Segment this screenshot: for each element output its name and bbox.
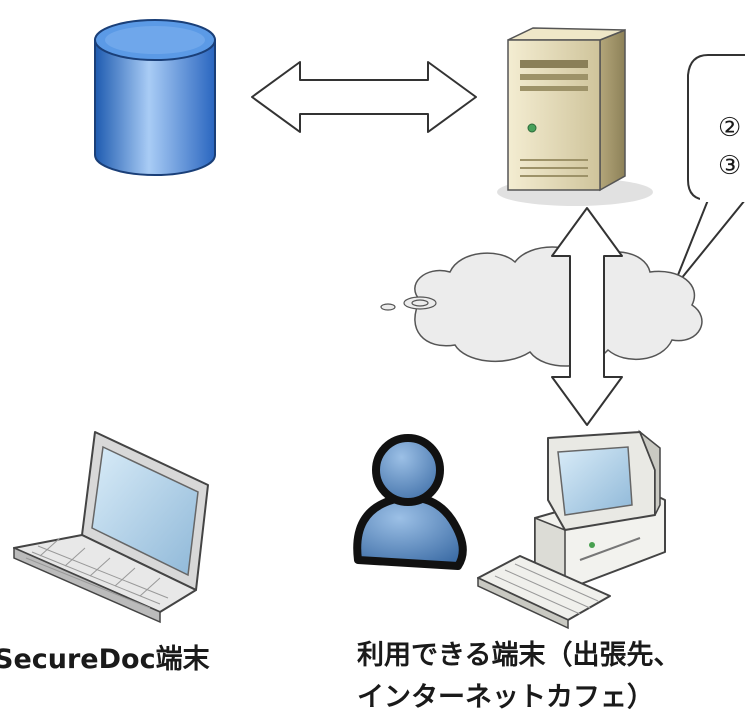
securedoc-terminal-label: SecureDoc端末	[0, 644, 210, 675]
user-icon	[353, 434, 467, 570]
callout-box	[671, 54, 745, 291]
callout-step-2: ②	[718, 113, 742, 143]
desktop-computer-icon	[477, 429, 666, 630]
callout-step-3: ③	[718, 151, 742, 181]
server-device-arrow	[551, 207, 623, 426]
server-icon	[497, 27, 653, 206]
available-device-label-line2: インターネットカフェ）	[357, 682, 654, 713]
cloud-icon	[380, 246, 703, 367]
laptop-icon	[13, 431, 209, 624]
available-device-label: 利用できる端末（出張先、	[357, 640, 681, 671]
database-icon	[94, 19, 216, 176]
db-server-arrow	[251, 61, 477, 133]
